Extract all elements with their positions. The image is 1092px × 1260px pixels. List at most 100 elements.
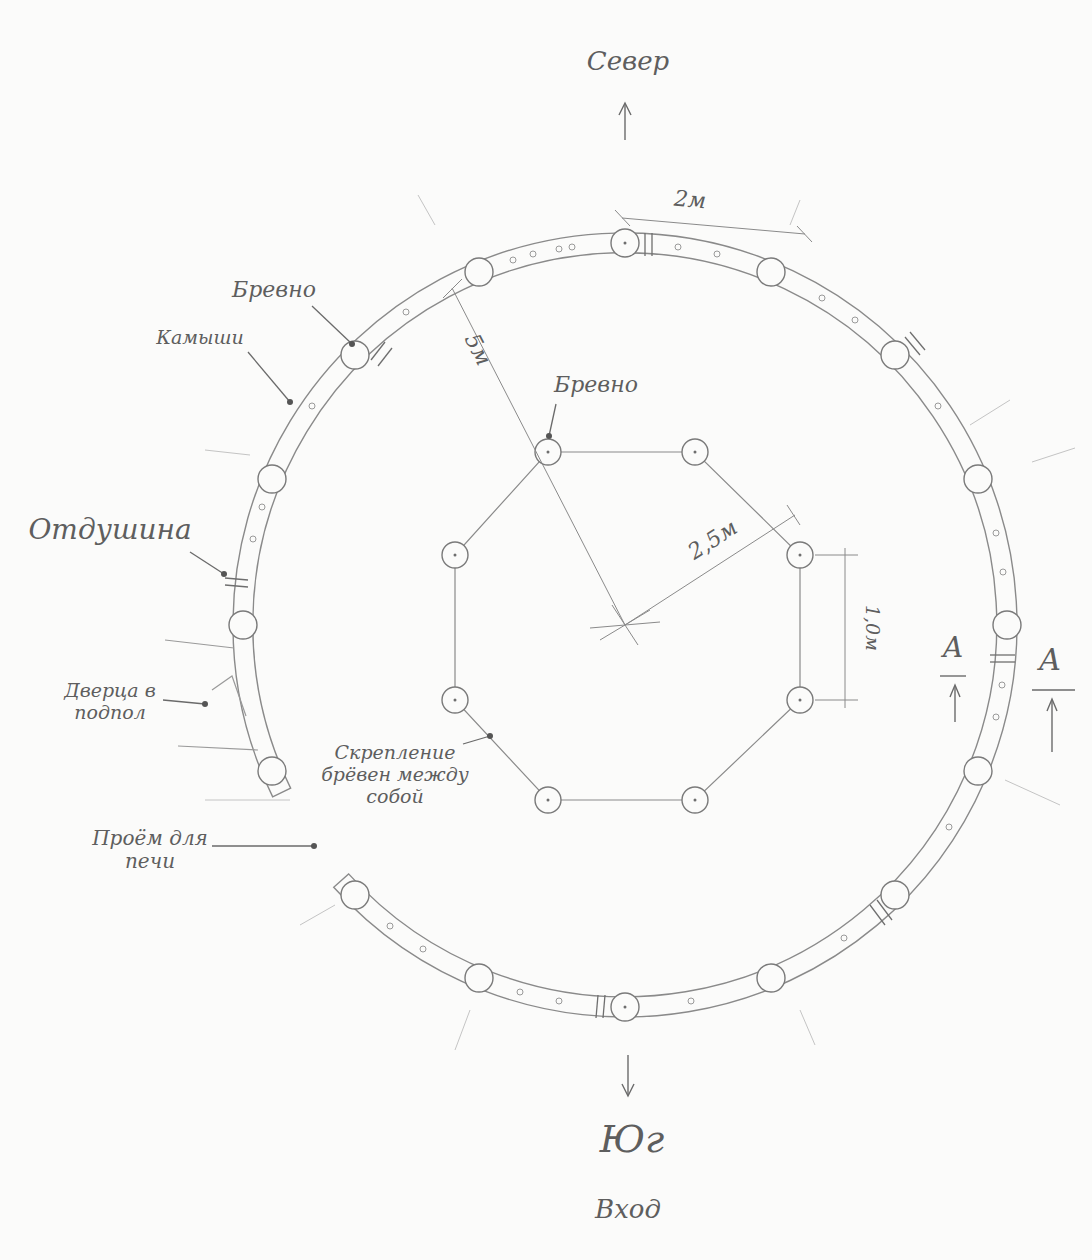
log-center-dot [799,699,802,702]
frame-log [535,787,561,813]
reed-stake [517,989,523,995]
leader-line [163,306,556,846]
entrance-label: Вход [595,1195,661,1225]
ring-log [881,881,909,909]
joint-mark [990,661,1015,662]
section-label: A [1039,643,1061,678]
joint-mark [225,578,248,580]
ring-log [341,341,369,369]
joint-mark [651,233,652,256]
frame-log [442,542,468,568]
leader-dot [202,701,208,707]
reed-stake [993,530,999,536]
reed-stake [556,998,562,1004]
reed-stake [946,824,952,830]
frame-log [535,439,561,465]
section-mark [940,675,966,676]
ring-log [611,993,639,1021]
radial-line [455,1010,470,1050]
dimension-label: 1,0м [861,605,883,651]
octagon-frame [455,452,800,800]
floor-hatch-line [212,676,246,716]
leader-dot [202,341,552,849]
dimension-line [443,210,858,708]
leader-dot [311,843,317,849]
frame-log [787,687,813,713]
dimension-label: 2м [673,186,707,214]
octagon-frame [455,452,800,800]
joint-mark [378,348,392,366]
leader-line [190,552,224,574]
dimension-tick [615,210,630,226]
radial-line [1032,448,1075,462]
center-cross [590,622,660,628]
ring-log [229,229,1021,1021]
reed-stake [420,946,426,952]
south-arrow [627,1055,628,1095]
frame-log [442,687,468,713]
part-label: Бревно [232,277,316,302]
dimension-label: 2,5м [684,515,742,565]
log-center-dot [547,451,550,454]
radial-line [800,1010,815,1045]
joint-mark [644,233,645,256]
radial-line [1005,780,1060,805]
part-label: Скрепление брёвен между собой [320,742,470,808]
joint-mark [225,233,1015,1018]
reed-stake [714,251,720,257]
ring-log [757,964,785,992]
ring-log [229,611,257,639]
reed-stake [675,244,681,250]
radial-line [418,195,435,225]
ring-log [465,258,493,286]
radial-line [300,905,335,925]
part-label: Бревно [554,372,638,397]
radial-line [205,450,250,455]
joint-mark [877,900,892,920]
section-label: A [943,632,963,664]
ring-log [881,341,909,369]
frame-log [682,787,708,813]
compass-label: Север [587,47,669,77]
reed-stake [510,257,516,263]
reed-stake [250,536,256,542]
reed-stake [556,246,562,252]
section-arrow-head [950,685,960,697]
log-center-dot [694,799,697,802]
leader-line [248,352,290,402]
dimension-line [452,288,625,625]
joint-mark [603,995,605,1018]
dimension-tick [815,700,858,701]
dimension-tick [443,279,462,298]
reed-stake [1000,569,1006,575]
log-center-dot [624,1006,627,1009]
north-arrow [624,104,625,140]
section-mark [1032,689,1075,690]
leader-line [312,306,352,344]
log-center-dot [624,242,627,245]
reed-stake [841,935,847,941]
part-label: Камыши [156,327,244,349]
floor-hatch-lines [165,640,258,750]
part-label: Отдушина [28,514,191,546]
reed-stake [309,403,315,409]
reed-stake [403,309,409,315]
wall-ring [233,233,1017,1017]
ring-log [964,757,992,785]
ring-log [757,258,785,286]
log-center-dot [694,451,697,454]
leader-dot [221,571,227,577]
reed-stake [259,504,265,510]
part-label: Проём для печи [88,827,213,873]
log-center-dot [454,242,802,1009]
ring-log [964,465,992,493]
section-arrow [954,686,955,722]
reed-stake [688,998,694,1004]
leader-dot [546,433,552,439]
frame-log [442,439,813,813]
leader-line [463,736,490,744]
leader-line [549,404,556,436]
section-arrow-head [1047,699,1057,711]
